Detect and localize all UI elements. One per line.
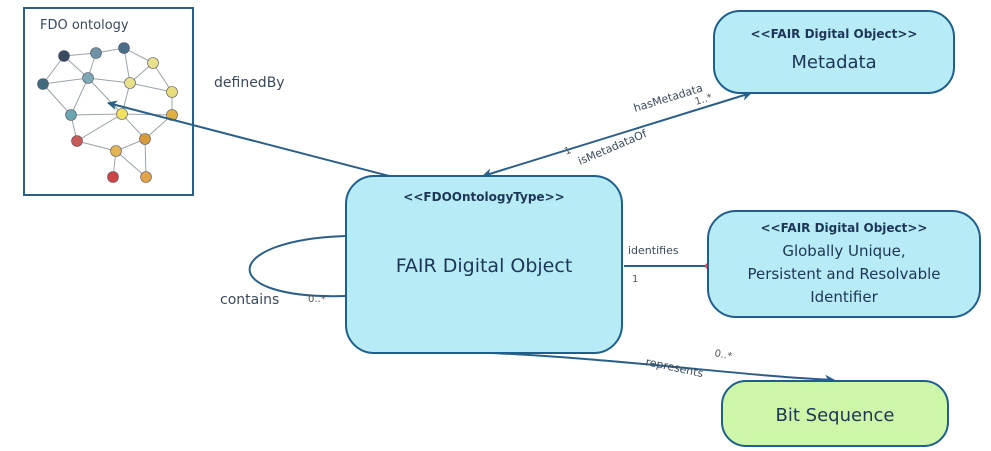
label-identifies-mult: 1 bbox=[632, 274, 638, 285]
identifier-line2: Persistent and Resolvable bbox=[747, 265, 940, 283]
identifier-line3: Identifier bbox=[810, 288, 878, 306]
fdo-title: FAIR Digital Object bbox=[396, 255, 573, 277]
bit-sequence-box[interactable]: Bit Sequence bbox=[721, 380, 949, 447]
ontology-title: FDO ontology bbox=[40, 18, 129, 33]
label-contains-mult: 0..* bbox=[308, 294, 326, 305]
identifier-stereotype: <<FAIR Digital Object>> bbox=[760, 221, 927, 235]
metadata-title: Metadata bbox=[791, 52, 876, 73]
label-identifies: identifies bbox=[628, 244, 679, 257]
label-represents: represents bbox=[644, 355, 704, 380]
edge-hasMetadata bbox=[482, 90, 752, 179]
label-hasMetadata-mult: 1..* bbox=[694, 92, 714, 108]
edge-definedBy bbox=[107, 100, 421, 185]
label-isMetadataOf-mult: 1 bbox=[563, 145, 573, 158]
label-isMetadataOf: isMetadataOf bbox=[576, 127, 650, 168]
metadata-stereotype: <<FAIR Digital Object>> bbox=[750, 27, 917, 41]
metadata-box[interactable]: <<FAIR Digital Object>> Metadata bbox=[713, 10, 955, 94]
ontology-nodes bbox=[37, 42, 178, 183]
identifier-line1: Globally Unique, bbox=[782, 242, 905, 260]
fdo-stereotype: <<FDOOntologyType>> bbox=[403, 190, 564, 204]
label-represents-mult: 0..* bbox=[713, 348, 733, 362]
bit-sequence-title: Bit Sequence bbox=[776, 405, 895, 426]
edge-contains-self bbox=[248, 235, 347, 298]
identifier-box[interactable]: <<FAIR Digital Object>> Globally Unique,… bbox=[707, 210, 981, 318]
fdo-central-box[interactable]: <<FDOOntologyType>> FAIR Digital Object bbox=[345, 175, 623, 354]
label-definedBy: definedBy bbox=[214, 75, 285, 91]
label-contains: contains bbox=[220, 292, 279, 308]
edge-represents bbox=[469, 351, 835, 385]
ontology-box[interactable]: FDO ontology bbox=[23, 7, 194, 196]
edge-identifies bbox=[617, 263, 711, 269]
